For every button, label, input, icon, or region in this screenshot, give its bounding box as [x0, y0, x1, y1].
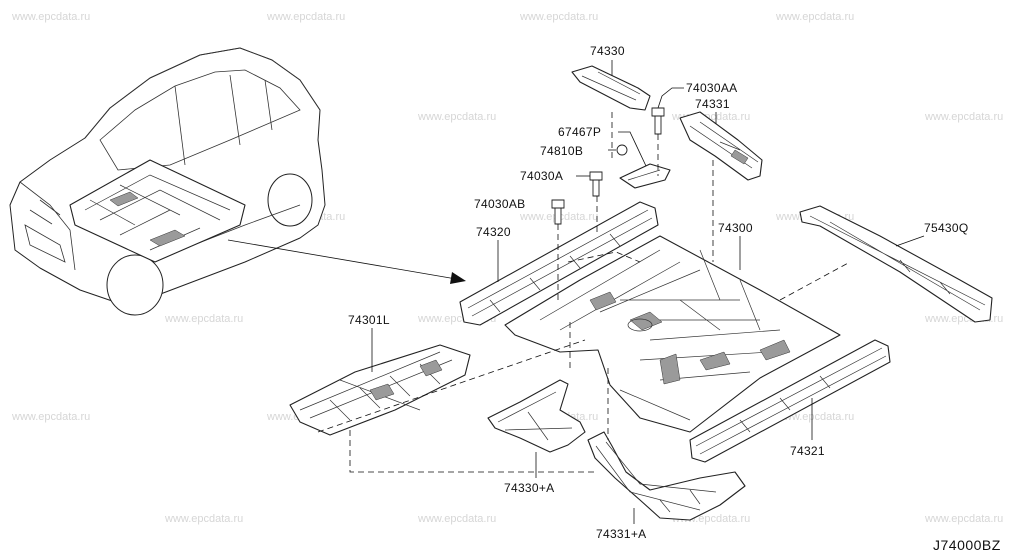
bolt-74030A: [589, 171, 603, 197]
part-74810B[interactable]: 74810B: [540, 144, 628, 158]
label-74300: 74300: [718, 221, 753, 235]
part-74301L[interactable]: 74301L: [289, 313, 471, 436]
part-74331[interactable]: 74331: [679, 97, 763, 181]
part-74300-ribs: [539, 249, 781, 421]
part-74030A[interactable]: 74030A: [520, 169, 603, 197]
label-74330: 74330: [590, 44, 625, 58]
part-67467P-shape: [619, 163, 671, 189]
watermark-text: www.epcdata.ru: [519, 11, 598, 23]
part-74300-shape: [504, 235, 841, 433]
label-67467P: 67467P: [558, 125, 601, 139]
label-74320: 74320: [476, 225, 511, 239]
front-wheel: [106, 254, 164, 316]
watermark-text: www.epcdata.ru: [417, 513, 496, 525]
part-74331A-detail: [595, 441, 717, 513]
vehicle-floor-highlight: [69, 159, 246, 263]
clip-74810B: [616, 144, 628, 156]
label-74301L: 74301L: [348, 313, 390, 327]
vehicle-headlamp: [29, 199, 61, 225]
part-74330A-shape: [487, 379, 586, 453]
label-74331A: 74331+A: [596, 527, 646, 541]
leader-67467P: [618, 131, 647, 167]
vehicle-illustration: [9, 47, 326, 316]
part-74321[interactable]: 74321: [689, 339, 891, 463]
part-74331-shape: [679, 111, 763, 181]
watermark-text: www.epcdata.ru: [11, 11, 90, 23]
rear-wheel: [267, 173, 313, 227]
part-74030AA[interactable]: 74030AA: [651, 81, 737, 135]
part-74321-detail: [695, 347, 887, 455]
watermark-text: www.epcdata.ru: [775, 11, 854, 23]
alignment-lines: [317, 112, 851, 473]
part-74331A[interactable]: 74331+A: [587, 431, 746, 541]
part-74330A-detail: [497, 391, 573, 441]
bolt-74030AA: [651, 107, 665, 135]
part-74331-shade: [730, 149, 749, 165]
diagram-code: J74000BZ: [933, 537, 1001, 553]
part-74300[interactable]: 74300: [504, 221, 841, 433]
leader-75430Q: [895, 235, 925, 247]
dashed-line: [317, 339, 586, 433]
label-74321: 74321: [790, 444, 825, 458]
dashed-line: [779, 261, 851, 301]
part-74300-shade: [589, 291, 791, 385]
part-67467P-detail: [627, 169, 661, 181]
watermark-text: www.epcdata.ru: [164, 313, 243, 325]
watermark-text: www.epcdata.ru: [924, 111, 1003, 123]
watermark-text: www.epcdata.ru: [266, 11, 345, 23]
label-74030A: 74030A: [520, 169, 563, 183]
part-74300-hole: [627, 318, 653, 332]
watermark-text: www.epcdata.ru: [417, 111, 496, 123]
part-74301L-shade: [369, 359, 443, 401]
watermark-text: www.epcdata.ru: [164, 513, 243, 525]
arrow-head: [450, 272, 466, 284]
part-75430Q[interactable]: 75430Q: [799, 205, 993, 323]
leader-74030AA: [657, 87, 684, 109]
label-74810B: 74810B: [540, 144, 583, 158]
part-74330-detail: [581, 71, 641, 101]
dashed-line: [349, 430, 598, 473]
vehicle-grille: [24, 224, 66, 263]
reference-arrow: [227, 239, 466, 284]
watermark-text: www.epcdata.ru: [924, 513, 1003, 525]
watermark-text: www.epcdata.ru: [11, 411, 90, 423]
part-74330A[interactable]: 74330+A: [487, 379, 586, 495]
part-74330-shape: [571, 65, 651, 111]
label-74030AA: 74030AA: [686, 81, 737, 95]
vehicle-floor-shade: [109, 191, 186, 247]
label-74331: 74331: [695, 97, 730, 111]
vehicle-front-edge: [19, 181, 76, 271]
vehicle-roofline: [84, 47, 321, 139]
vehicle-pillars: [174, 74, 273, 166]
label-75430Q: 75430Q: [924, 221, 969, 235]
part-67467P[interactable]: 67467P: [558, 125, 671, 189]
label-74330A: 74330+A: [504, 481, 554, 495]
part-74320-shape: [459, 201, 659, 326]
bolt-74030AB: [551, 199, 565, 225]
label-74030AB: 74030AB: [474, 197, 525, 211]
part-74030AB[interactable]: 74030AB: [474, 197, 565, 225]
part-75430Q-detail: [809, 215, 986, 311]
arrow-shaft: [227, 239, 463, 281]
part-74330[interactable]: 74330: [571, 44, 651, 111]
